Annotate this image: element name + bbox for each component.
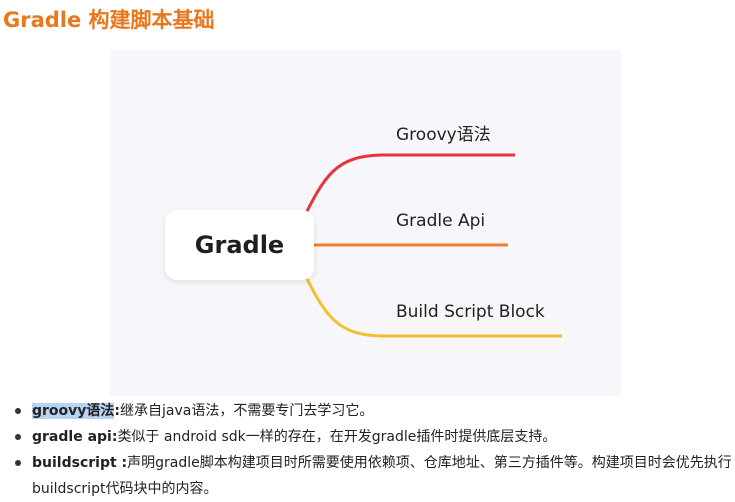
item-term: : [114, 403, 121, 419]
mindmap-connectors [298, 153, 562, 338]
branch-line-build [298, 264, 562, 338]
branch-line-groovy [298, 153, 515, 226]
item-term: gradle api: [32, 429, 118, 445]
bullet-list: groovy语法:继承自java语法，不需要专门去学习它。 gradle api… [12, 398, 732, 502]
item-term-highlight: groovy语法 [32, 403, 115, 419]
branch-label-api: Gradle Api [396, 211, 486, 231]
list-item: buildscript :声明gradle脚本构建项目时所需要使用依赖项、仓库地… [12, 450, 732, 502]
mindmap-image: Gradle Groovy语法 Gradle Api Build Script … [110, 50, 621, 396]
page-title: Gradle 构建脚本基础 [3, 8, 215, 32]
center-node-label: Gradle [194, 231, 285, 259]
item-term: buildscript : [32, 455, 128, 471]
item-desc: 声明gradle脚本构建项目时所需要使用依赖项、仓库地址、第三方插件等。构建项目… [32, 455, 732, 497]
branch-label-groovy: Groovy语法 [396, 125, 491, 145]
center-node: Gradle [165, 210, 314, 280]
list-item: groovy语法:继承自java语法，不需要专门去学习它。 [12, 398, 732, 424]
item-desc: 继承自java语法，不需要专门去学习它。 [120, 403, 374, 419]
list-item: gradle api:类似于 android sdk一样的存在，在开发gradl… [12, 424, 732, 450]
item-desc: 类似于 android sdk一样的存在，在开发gradle插件时提供底层支持。 [117, 429, 557, 445]
branch-label-build: Build Script Block [396, 302, 545, 322]
